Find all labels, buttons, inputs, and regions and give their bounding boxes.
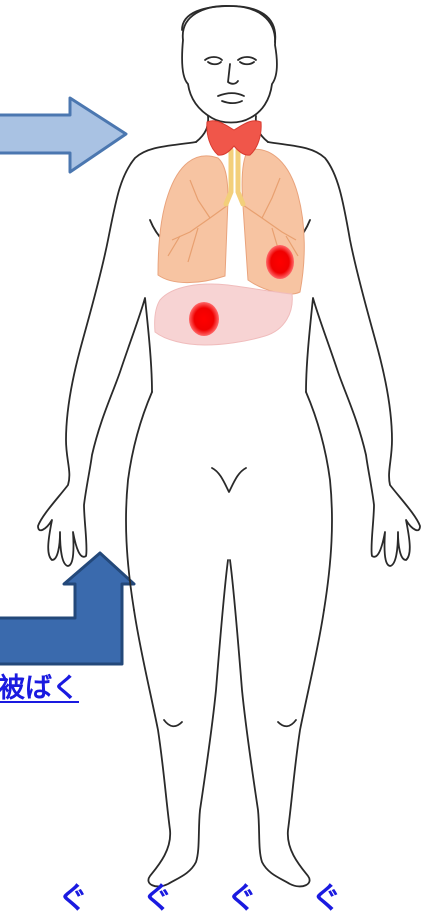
thyroid: [207, 121, 261, 155]
neck: [196, 116, 208, 142]
right-arrow-icon: [0, 98, 126, 172]
nose: [228, 64, 238, 84]
torso-right: [306, 392, 332, 610]
liver-lesion: [189, 302, 219, 336]
torso-left: [126, 392, 152, 610]
exposure-label: 被ばく: [0, 666, 79, 705]
liver: [155, 284, 293, 345]
lung-lesion: [266, 245, 294, 279]
right-leg: [230, 560, 324, 886]
left-lung: [158, 156, 228, 283]
mouth: [218, 93, 244, 96]
right-eye: [238, 57, 256, 60]
left-eye: [205, 57, 222, 60]
up-bent-arrow-icon: [0, 553, 134, 664]
groin: [212, 468, 246, 492]
trachea: [226, 150, 243, 204]
bottom-partial-label: ぐ ぐ ぐ ぐ: [58, 873, 363, 917]
